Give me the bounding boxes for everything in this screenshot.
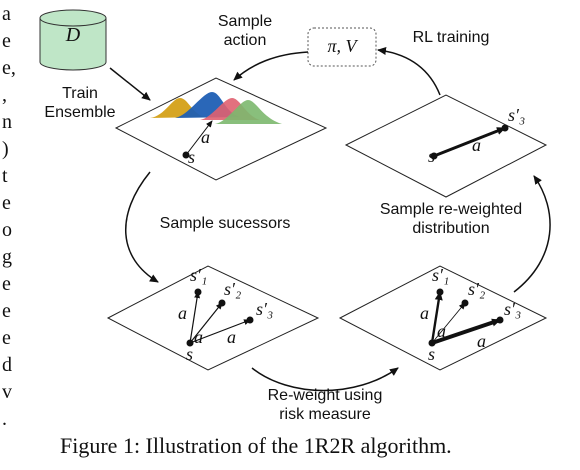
sample-reweighted-label: Sample re-weighted distribution	[379, 201, 523, 237]
action-label: a	[178, 303, 187, 323]
panel-top-left	[114, 77, 328, 181]
side-text: e	[2, 300, 11, 322]
side-text: d	[2, 354, 12, 376]
policy-value-label: π, V	[327, 36, 357, 56]
action-label: a	[472, 135, 481, 155]
side-text: n	[2, 111, 12, 133]
reweight-label: Re-weight using risk measure	[267, 387, 383, 423]
arrow-reweight	[251, 367, 399, 392]
state-label: s	[188, 147, 196, 167]
successor-3-label: s′₃	[504, 299, 522, 319]
side-text: e	[2, 30, 11, 52]
side-text: )	[2, 138, 9, 160]
successor-dot	[436, 288, 444, 296]
successor-dot	[496, 316, 504, 324]
action-label: a	[194, 327, 203, 347]
state-label: s	[428, 146, 436, 166]
sample-successors-label: Sample sucessors	[159, 215, 291, 232]
train-ensemble-label: Train Ensemble	[44, 85, 116, 121]
arrow-sample-reweighted	[513, 175, 551, 293]
successor-2-label: s′₂	[224, 279, 242, 299]
side-text: e	[2, 273, 11, 295]
side-text: e	[2, 327, 11, 349]
panel-top-right	[344, 94, 548, 198]
ensemble-distributions	[150, 92, 282, 124]
rl-training-label: RL training	[412, 29, 490, 46]
action-label: a	[437, 321, 446, 341]
side-text: v	[2, 381, 12, 403]
successor-dot	[194, 288, 202, 296]
figure-caption: Figure 1: Illustration of the 1R2R algor…	[60, 433, 452, 458]
successor-dot	[218, 299, 226, 307]
side-text: a	[2, 3, 11, 25]
state-label: s	[428, 344, 436, 364]
action-label: a	[227, 327, 236, 347]
state-dot	[430, 152, 438, 160]
state-label: s	[186, 344, 194, 364]
sample-action-label: Sample action	[217, 13, 273, 49]
successor-1-label: s′₁	[190, 265, 208, 285]
policy-box	[307, 27, 377, 67]
panel-bottom-right	[338, 265, 548, 371]
arrow-train-ensemble	[109, 67, 151, 101]
distribution-curve-4	[215, 100, 282, 124]
side-text: t	[2, 165, 8, 187]
dataset-symbol: D	[65, 24, 81, 46]
arrow-sample-successors	[124, 171, 159, 283]
successor-1-label: s′₁	[432, 265, 450, 285]
successor-dot	[246, 316, 254, 324]
action-label: a	[201, 127, 210, 147]
arrow-sample-action	[233, 51, 309, 81]
successor-dot	[501, 124, 509, 132]
side-text: .	[2, 408, 7, 430]
state-dot	[186, 339, 194, 347]
successor-dot	[461, 299, 469, 307]
dataset-cylinder	[39, 9, 107, 71]
side-text: o	[2, 219, 12, 241]
successor-3-label: s′₃	[508, 105, 526, 125]
successor-3-label: s′₃	[256, 299, 274, 319]
arrow-rl-training	[377, 47, 441, 96]
side-text: e	[2, 192, 11, 214]
state-dot	[428, 339, 436, 347]
successor-2-label: s′₂	[468, 279, 486, 299]
action-label: a	[420, 303, 429, 323]
state-dot	[182, 151, 190, 159]
panel-bottom-left	[106, 265, 320, 371]
action-label: a	[477, 331, 486, 351]
side-text: g	[2, 246, 12, 268]
side-text: ,	[2, 84, 7, 106]
side-text: e,	[2, 57, 16, 79]
